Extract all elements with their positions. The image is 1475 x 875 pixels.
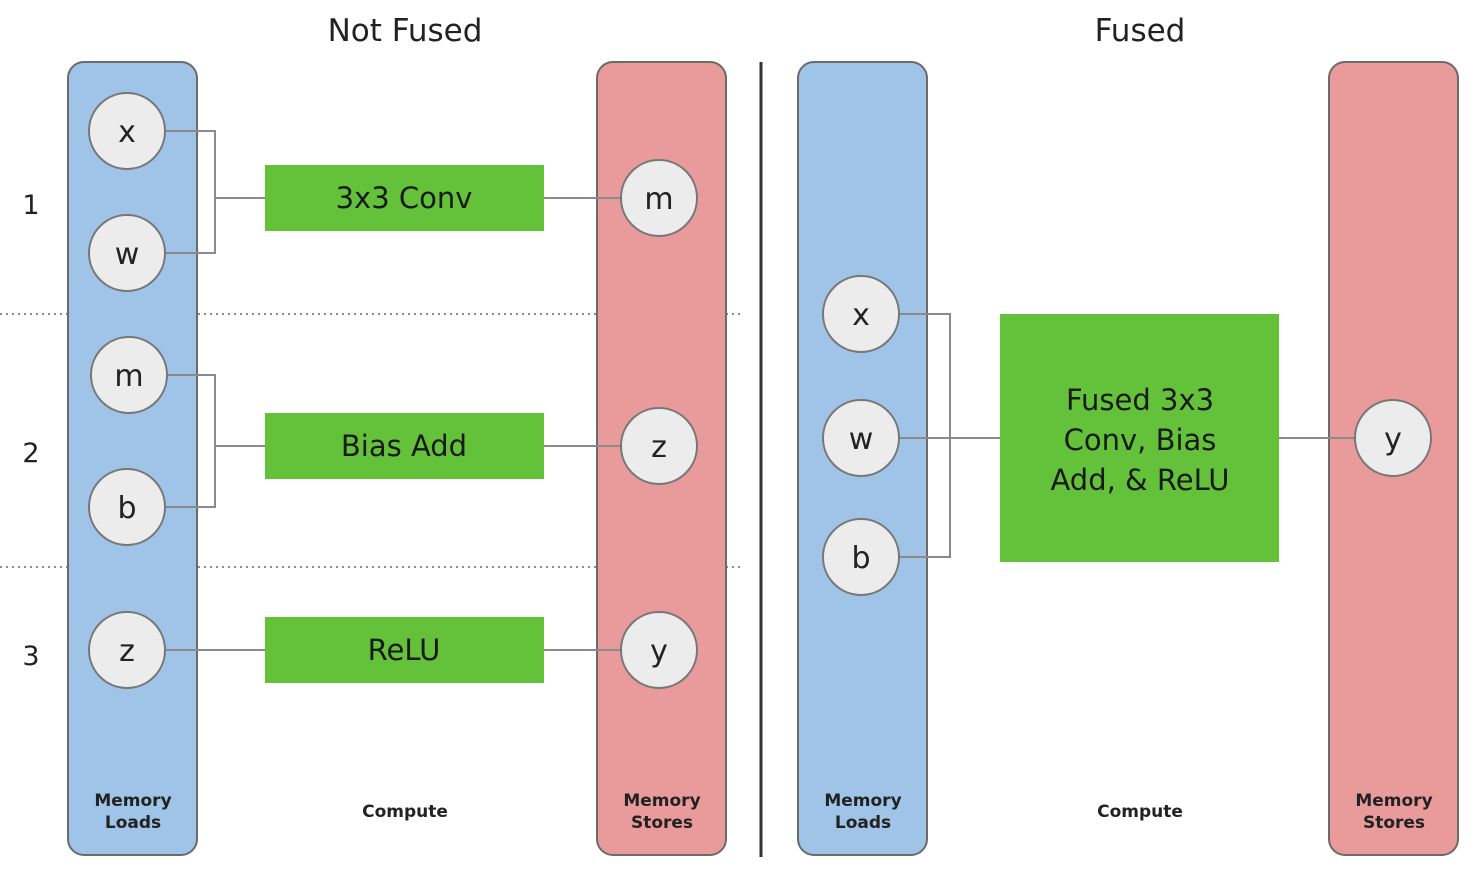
fused-store-node-y-label: y — [1384, 422, 1402, 457]
load-node-b-label: b — [117, 491, 136, 526]
fused-load-node-w-label: w — [849, 422, 874, 457]
load-node-w — [88, 214, 166, 292]
memory-loads-column — [67, 61, 198, 856]
row-number-1: 1 — [22, 190, 39, 221]
store-node-z — [620, 407, 698, 485]
load-node-z — [88, 611, 166, 689]
load-node-x-label: x — [118, 115, 136, 150]
fused-memory-stores-label-line1: Memory — [1355, 791, 1432, 811]
compute-label: Compute — [362, 802, 448, 822]
op-box-bias-add-label: Bias Add — [341, 429, 467, 463]
memory-stores-label-line1: Memory — [623, 791, 700, 811]
connector-bracket — [165, 130, 216, 254]
fused-memory-loads-label-line2: Loads — [835, 813, 891, 833]
load-node-m-label: m — [114, 359, 143, 394]
fused-op-label-line2: Conv, Bias — [1064, 423, 1217, 457]
store-node-m — [620, 159, 698, 237]
row-number-3: 3 — [22, 641, 39, 672]
memory-stores-label-line2: Stores — [631, 813, 693, 833]
fused-memory-loads-label-line1: Memory — [824, 791, 901, 811]
load-node-w-label: w — [115, 237, 140, 272]
memory-loads-label-line2: Loads — [105, 813, 161, 833]
store-node-m-label: m — [644, 182, 673, 217]
store-node-y-label: y — [650, 634, 668, 669]
store-node-z-label: z — [651, 430, 667, 465]
memory-loads-label-line1: Memory — [94, 791, 171, 811]
load-node-z-label: z — [119, 634, 135, 669]
op-box-relu-label: ReLU — [368, 633, 441, 667]
op-box-bias-add — [265, 413, 544, 479]
fused-load-node-w — [822, 399, 900, 477]
fused-op-label-line1: Fused 3x3 — [1066, 383, 1214, 417]
op-box-conv — [265, 165, 544, 231]
connector-bracket — [165, 374, 216, 508]
fused-load-node-x — [822, 275, 900, 353]
op-box-relu — [265, 617, 544, 683]
fused-load-node-x-label: x — [852, 298, 870, 333]
fused-load-node-b-label: b — [851, 541, 870, 576]
title-fused: Fused — [1095, 13, 1186, 49]
fused-memory-stores-label-line2: Stores — [1363, 813, 1425, 833]
fused-store-node-y — [1354, 399, 1432, 477]
load-node-b — [88, 468, 166, 546]
row-number-2: 2 — [22, 438, 39, 469]
op-box-conv-label: 3x3 Conv — [336, 181, 473, 215]
load-node-x — [88, 92, 166, 170]
connector-bracket — [899, 313, 951, 558]
fused-compute-label: Compute — [1097, 802, 1183, 822]
load-node-m — [90, 336, 168, 414]
title-not-fused: Not Fused — [328, 13, 483, 49]
fused-load-node-b — [822, 518, 900, 596]
fused-op-box — [1000, 314, 1279, 562]
fused-op-label-line3: Add, & ReLU — [1050, 463, 1229, 497]
store-node-y — [620, 611, 698, 689]
